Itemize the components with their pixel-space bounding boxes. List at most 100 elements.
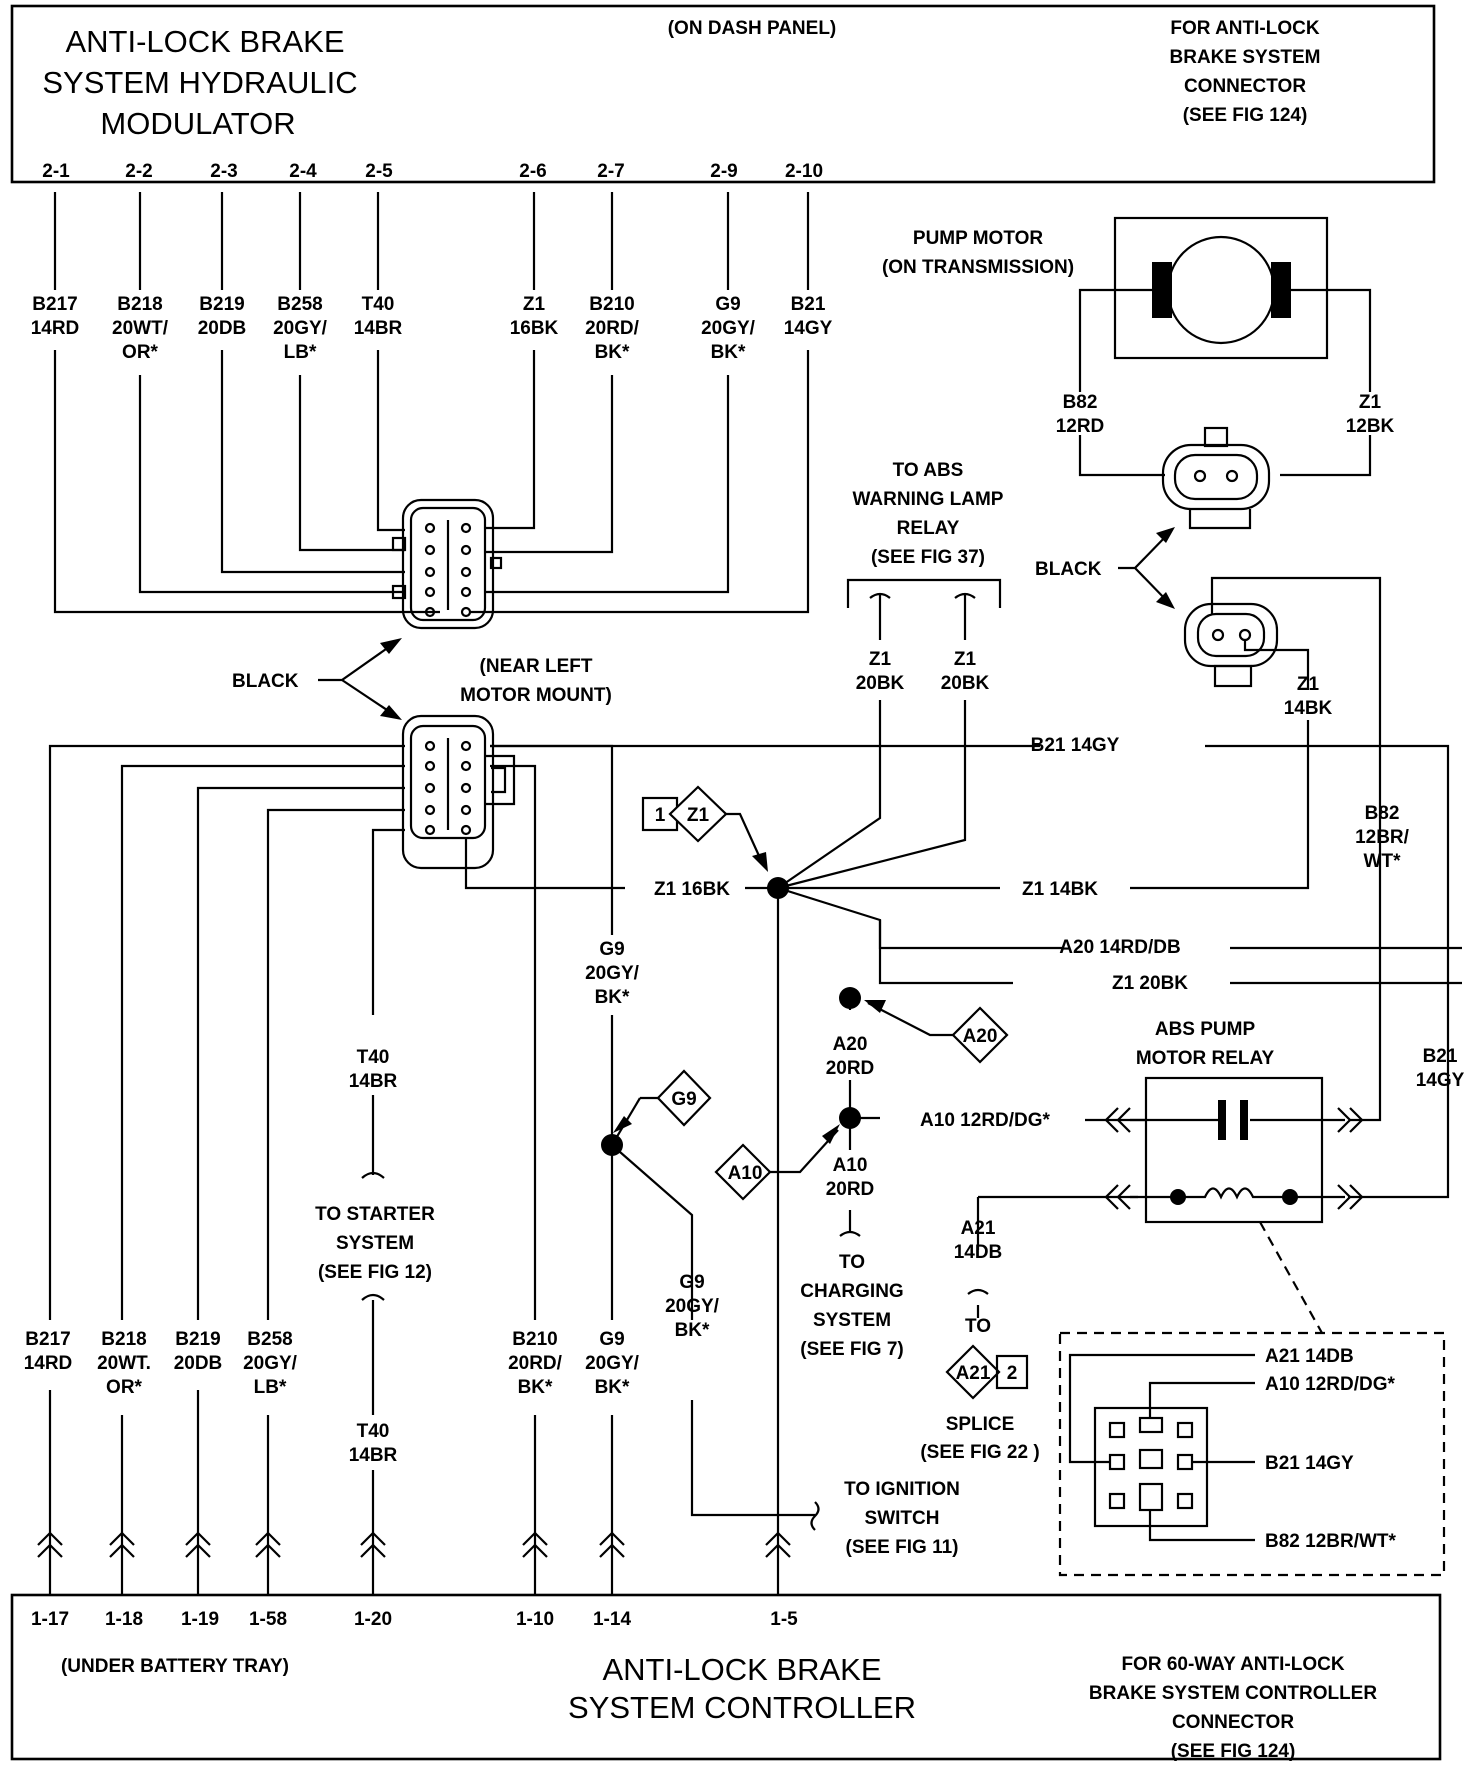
controller-pin: 1-14 bbox=[593, 1609, 631, 1630]
ignition-label-3: (SEE FIG 11) bbox=[846, 1537, 959, 1558]
modulator-note-2: BRAKE SYSTEM bbox=[1170, 47, 1321, 68]
wire-label: OR* bbox=[122, 342, 159, 363]
splice-a10-label: A10 bbox=[728, 1163, 763, 1184]
a20-wire-label-2: 20RD bbox=[826, 1058, 875, 1079]
controller-pin: 1-20 bbox=[354, 1609, 392, 1630]
z1-16bk-label: Z1 16BK bbox=[654, 879, 730, 900]
wire-label: T40 bbox=[362, 294, 395, 315]
controller-chevrons bbox=[37, 1531, 791, 1558]
wire-label: B217 bbox=[32, 294, 77, 315]
contact-icon bbox=[1240, 1100, 1248, 1140]
motor-icon bbox=[1166, 235, 1276, 345]
starter-label-2: SYSTEM bbox=[336, 1233, 414, 1254]
modulator-pin: 2-7 bbox=[597, 161, 624, 182]
t40-label-2: 14BR bbox=[349, 1071, 398, 1092]
wire-label: B218 bbox=[117, 294, 162, 315]
top-wires bbox=[53, 192, 810, 614]
wire-label: BK* bbox=[711, 342, 746, 363]
wire-label: 14BR bbox=[354, 318, 403, 339]
wire-label: Z1 bbox=[523, 294, 546, 315]
modulator-pin: 2-5 bbox=[365, 161, 393, 182]
modulator-title-1: ANTI-LOCK BRAKE bbox=[65, 24, 344, 59]
arrow-icon bbox=[1156, 592, 1175, 609]
g9-label: 20GY/ bbox=[585, 963, 640, 984]
abs-lamp-wire-b-2: 20BK bbox=[941, 673, 990, 694]
wire-label: 14RD bbox=[24, 1353, 73, 1374]
relay-detail-label: A21 14DB bbox=[1265, 1346, 1354, 1367]
wire-label: 20DB bbox=[174, 1353, 223, 1374]
break-icon bbox=[967, 1288, 989, 1295]
connector-chevron-icon bbox=[255, 1531, 281, 1558]
wire-label: 20RD/ bbox=[585, 318, 640, 339]
wire-label: 16BK bbox=[510, 318, 559, 339]
wire-label: B210 bbox=[512, 1329, 557, 1350]
relay-detail-label: B82 12BR/WT* bbox=[1265, 1531, 1397, 1552]
abs-lamp-label-4: (SEE FIG 37) bbox=[871, 547, 985, 568]
controller-pin: 1-18 bbox=[105, 1609, 143, 1630]
controller-note-4: (SEE FIG 124) bbox=[1171, 1741, 1296, 1762]
contact-icon bbox=[1218, 1100, 1226, 1140]
modulator-pin: 2-4 bbox=[289, 161, 317, 182]
ignition-label-2: SWITCH bbox=[865, 1508, 940, 1529]
a10-wire-label-2: 20RD bbox=[826, 1179, 875, 1200]
pump-wire-right-1: Z1 bbox=[1359, 392, 1382, 413]
z1-splice: Z1 16BK Z1 14BK A20 14RD/DB Z1 20BK 1 Z1… bbox=[641, 700, 1462, 1595]
splice-a10-marker bbox=[714, 1143, 772, 1201]
wire-label: B258 bbox=[277, 294, 322, 315]
wire-label: B219 bbox=[199, 294, 244, 315]
arrow-icon bbox=[613, 1116, 632, 1133]
break-icon bbox=[839, 1230, 861, 1237]
controller-title-2: SYSTEM CONTROLLER bbox=[568, 1690, 916, 1725]
break-icon bbox=[869, 592, 891, 640]
connector-chevron-icon bbox=[1337, 1184, 1364, 1210]
g9-label: 20GY/ bbox=[665, 1296, 720, 1317]
wire-label: LB* bbox=[284, 342, 317, 363]
connector-chevron-icon bbox=[765, 1531, 791, 1558]
g9-splice: G9 G9 20GY/ BK* TO IGNITION SWITCH (SEE … bbox=[601, 1069, 960, 1558]
arrow-icon bbox=[822, 1124, 840, 1144]
wire-label: 20RD/ bbox=[508, 1353, 563, 1374]
abs-lamp-label-3: RELAY bbox=[897, 518, 960, 539]
controller-note-2: BRAKE SYSTEM CONTROLLER bbox=[1089, 1683, 1377, 1704]
splice-z1-number: 1 bbox=[655, 805, 666, 826]
arrow-icon bbox=[380, 638, 402, 654]
charging-label-1: TO bbox=[839, 1252, 865, 1273]
pump-wire-left-2: 12RD bbox=[1056, 416, 1105, 437]
pump-motor-box bbox=[1113, 216, 1329, 360]
ignition-label-1: TO IGNITION bbox=[844, 1479, 960, 1500]
z1-14bk-label: Z1 14BK bbox=[1022, 879, 1098, 900]
splice-g9-marker bbox=[656, 1069, 712, 1127]
wire-label: 20WT/ bbox=[112, 318, 169, 339]
pump-motor-title-2: (ON TRANSMISSION) bbox=[882, 257, 1074, 278]
splice-a20-marker bbox=[951, 1006, 1009, 1064]
controller-note-1: FOR 60-WAY ANTI-LOCK bbox=[1121, 1654, 1344, 1675]
wire-label: B258 bbox=[247, 1329, 292, 1350]
abs-lamp-label-1: TO ABS bbox=[893, 460, 964, 481]
controller-note-3: CONNECTOR bbox=[1172, 1712, 1294, 1733]
bottom-wire-labels: B217 14RD B218 20WT. OR* B219 20DB B258 … bbox=[24, 1329, 640, 1466]
wire-label: B218 bbox=[101, 1329, 146, 1350]
splice-note-1: SPLICE bbox=[946, 1414, 1015, 1435]
pump-wire-left-1: B82 bbox=[1063, 392, 1098, 413]
inline-connector-callout: BLACK (NEAR LEFT MOTOR MOUNT) bbox=[232, 638, 612, 720]
wire-label: 20GY/ bbox=[273, 318, 328, 339]
splice-z1-marker bbox=[668, 785, 728, 843]
break-icon bbox=[954, 592, 976, 640]
inline-connector-location-1: (NEAR LEFT bbox=[480, 656, 593, 677]
charging-label-3: SYSTEM bbox=[813, 1310, 891, 1331]
arrow-icon bbox=[752, 852, 768, 872]
pump-connector-color: BLACK bbox=[1035, 559, 1102, 580]
pump-z1-label-1: Z1 bbox=[1297, 674, 1320, 695]
g9-label: BK* bbox=[675, 1320, 710, 1341]
a20-label: A20 14RD/DB bbox=[1059, 937, 1180, 958]
modulator-pin: 2-6 bbox=[519, 161, 546, 182]
t40-starter: T40 14BR TO STARTER SYSTEM (SEE FIG 12) bbox=[315, 1047, 435, 1301]
modulator-pin: 2-9 bbox=[710, 161, 737, 182]
connector-chevron-icon bbox=[109, 1531, 135, 1558]
modulator-pin: 2-10 bbox=[785, 161, 823, 182]
modulator-title-2: SYSTEM HYDRAULIC bbox=[42, 65, 357, 100]
top-wire-labels: B217 14RD B218 20WT/ OR* B219 20DB B258 … bbox=[31, 294, 833, 363]
abs-pump-motor-relay: ABS PUMP MOTOR RELAY A21 14DB A10 12RD/D… bbox=[1058, 1019, 1446, 1577]
relay-detail-label: B21 14GY bbox=[1265, 1453, 1354, 1474]
wire-label: LB* bbox=[254, 1377, 287, 1398]
